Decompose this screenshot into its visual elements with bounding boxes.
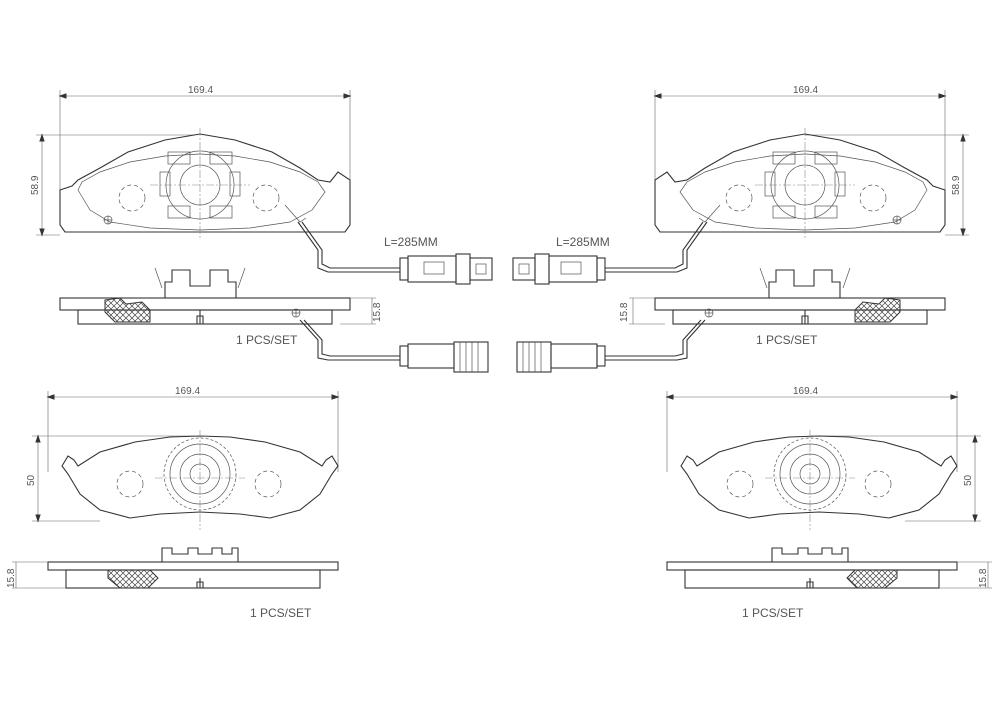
bottom-left-front-view xyxy=(61,430,339,530)
bottom-right-qty-label: 1 PCS/SET xyxy=(742,606,804,620)
top-left-width-dimension: 169.4 xyxy=(58,85,352,190)
bottom-left-pad: 169.4 50 15 xyxy=(6,386,340,620)
bottom-right-width-dimension: 169.4 xyxy=(665,386,959,472)
top-right-front-view xyxy=(654,128,946,240)
top-left-height-dimension: 58.9 xyxy=(30,133,195,237)
top-right-sensor-wire-upper xyxy=(512,221,708,285)
top-right-pad: 169.4 58.9 xyxy=(512,85,969,373)
bottom-right-width-label: 169.4 xyxy=(793,386,818,397)
top-left-pad: 169.4 58.9 xyxy=(30,85,493,373)
bottom-left-thickness-label: 15.8 xyxy=(6,568,17,588)
top-right-width-label: 169.4 xyxy=(793,85,818,96)
top-right-qty-label: 1 PCS/SET xyxy=(756,333,818,347)
top-right-sensor-wire-lower xyxy=(516,319,706,373)
top-right-side-view: 15.8 xyxy=(619,267,946,325)
top-left-thickness-label: 15.8 xyxy=(372,302,383,322)
bottom-right-side-view: 15.8 xyxy=(666,547,992,589)
bottom-left-height-dimension: 50 xyxy=(26,434,195,523)
bottom-right-height-label: 50 xyxy=(963,474,974,486)
bottom-left-qty-label: 1 PCS/SET xyxy=(250,606,312,620)
top-right-thickness-label: 15.8 xyxy=(619,302,630,322)
top-right-wire-length-label: L=285MM xyxy=(556,235,610,249)
top-left-qty-label: 1 PCS/SET xyxy=(236,333,298,347)
bottom-left-height-label: 50 xyxy=(26,474,37,486)
top-left-front-view xyxy=(59,128,351,240)
bottom-right-height-dimension: 50 xyxy=(810,434,981,523)
bottom-right-pad: 169.4 50 15 xyxy=(665,386,992,620)
bottom-right-thickness-label: 15.8 xyxy=(978,568,989,588)
top-left-wire-length-label: L=285MM xyxy=(384,235,438,249)
top-left-sensor-wire-upper xyxy=(297,221,493,285)
top-left-side-view: 15.8 xyxy=(59,267,383,325)
bottom-left-side-view: 15.8 xyxy=(6,547,339,589)
bottom-left-width-label: 169.4 xyxy=(175,386,200,397)
top-left-width-label: 169.4 xyxy=(188,85,213,96)
top-right-width-dimension: 169.4 xyxy=(653,85,947,190)
top-left-sensor-wire-lower xyxy=(299,319,489,373)
top-right-height-label: 58.9 xyxy=(951,175,962,195)
top-left-height-label: 58.9 xyxy=(30,175,41,195)
bottom-right-front-view xyxy=(680,430,958,530)
top-right-height-dimension: 58.9 xyxy=(805,133,969,237)
bottom-left-width-dimension: 169.4 xyxy=(46,386,340,472)
